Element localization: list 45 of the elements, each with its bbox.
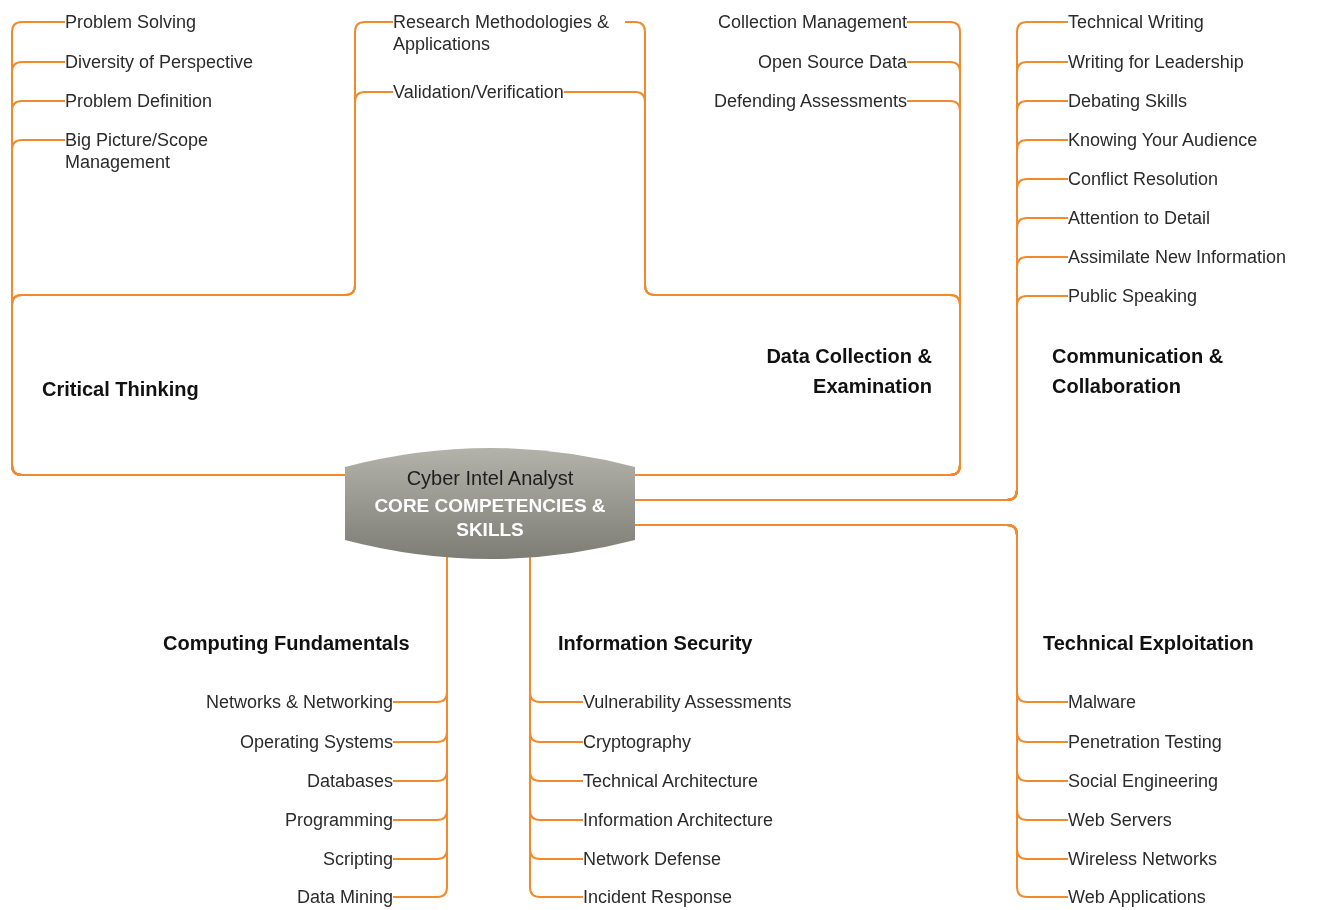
skill-label: Problem Solving (65, 11, 197, 33)
skill-label: Vulnerability Assessments (583, 691, 792, 713)
category-heading: Critical Thinking (42, 377, 199, 402)
badge-title: Cyber Intel Analyst (406, 465, 574, 490)
skill-label: Diversity of Perspective (65, 51, 254, 73)
badge-subtitle: CORE COMPETENCIES & SKILLS (373, 493, 607, 542)
skill-label: Defending Assessments (713, 90, 907, 112)
skill-label: Collection Management (717, 11, 907, 33)
skill-label: Knowing Your Audience (1068, 129, 1258, 151)
skill-label: Penetration Testing (1068, 731, 1222, 753)
category-heading: Communication & Collaboration (1052, 344, 1225, 399)
skill-label: Debating Skills (1068, 90, 1188, 112)
skill-label: Networks & Networking (205, 691, 393, 713)
skill-label: Public Speaking (1068, 285, 1198, 307)
skill-label: Malware (1068, 691, 1137, 713)
skill-label: Social Engineering (1068, 770, 1219, 792)
skill-label: Information Architecture (583, 809, 774, 831)
skill-label: Technical Writing (1068, 11, 1204, 33)
center-badge (345, 447, 635, 560)
skill-label: Web Servers (1068, 809, 1172, 831)
skill-label: Big Picture/Scope Management (65, 129, 250, 173)
skill-label: Research Methodologies & Applications (393, 11, 625, 55)
skill-label: Programming (284, 809, 393, 831)
category-heading: Information Security (558, 631, 753, 656)
skill-label: Problem Definition (65, 90, 213, 112)
skill-label: Attention to Detail (1068, 207, 1211, 229)
connector-line (562, 91, 961, 476)
skill-label: Technical Architecture (583, 770, 759, 792)
skill-label: Scripting (322, 848, 393, 870)
category-heading: Data Collection & Examination (765, 344, 932, 399)
skill-label: Operating Systems (239, 731, 393, 753)
skill-label: Cryptography (583, 731, 692, 753)
category-heading: Computing Fundamentals (163, 631, 410, 656)
skill-label: Web Applications (1068, 886, 1206, 908)
skill-label: Writing for Leadership (1068, 51, 1244, 73)
skill-label: Network Defense (583, 848, 722, 870)
skill-label: Assimilate New Information (1068, 246, 1287, 268)
skill-label: Incident Response (583, 886, 733, 908)
skill-label: Databases (306, 770, 393, 792)
skill-label: Validation/Verification (393, 81, 564, 103)
skill-label: Data Mining (296, 886, 393, 908)
skill-label: Conflict Resolution (1068, 168, 1219, 190)
category-heading: Technical Exploitation (1043, 631, 1254, 656)
skill-label: Wireless Networks (1068, 848, 1218, 870)
skill-label: Open Source Data (757, 51, 907, 73)
